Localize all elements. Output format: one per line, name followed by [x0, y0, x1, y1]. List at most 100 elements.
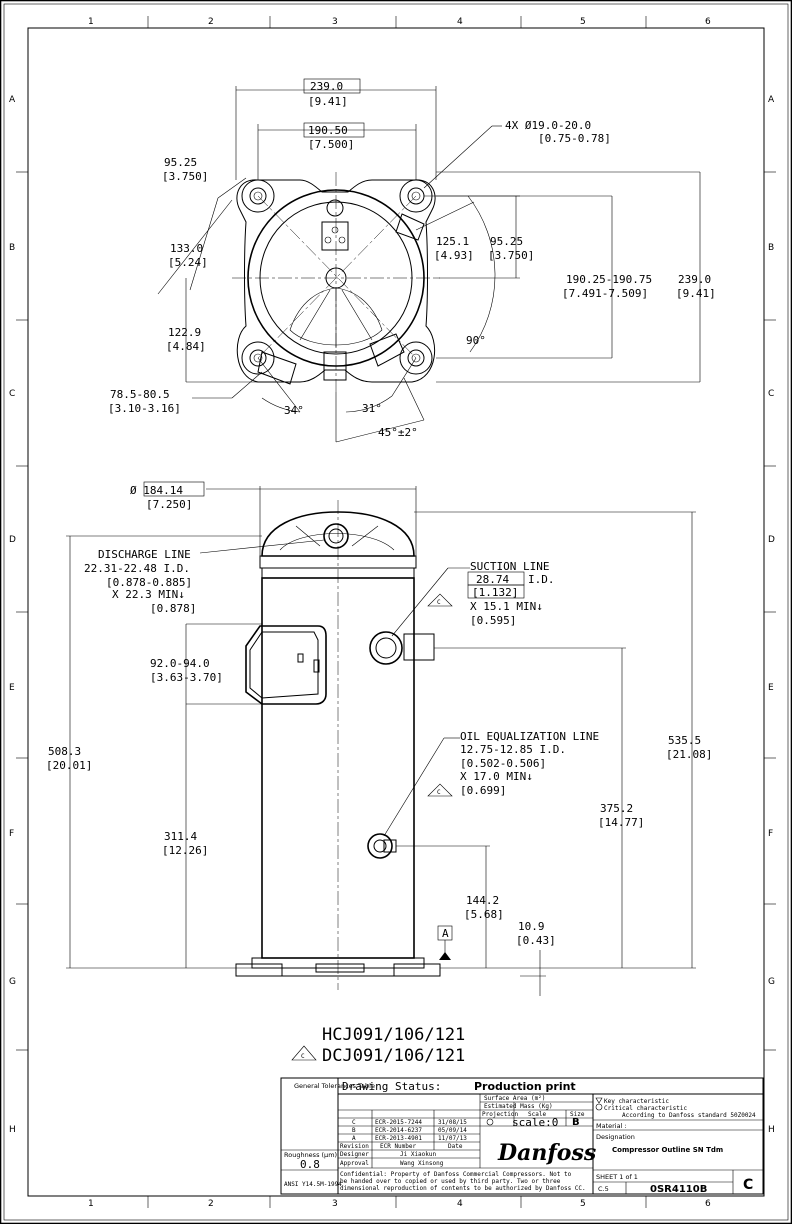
discharge-id-in: [0.878-0.885] — [106, 576, 192, 589]
suction-id-unit: I.D. — [528, 573, 555, 586]
est-mass-label: Estimated Mass (Kg) — [484, 1103, 553, 1110]
rev-b-ecr: ECR-2014-6237 — [375, 1127, 422, 1134]
zone-col-2: 2 — [208, 17, 214, 27]
suction-min-in: [0.595] — [470, 614, 516, 627]
approval-label: Approval — [340, 1160, 369, 1167]
zone-col-2-bottom: 2 — [208, 1199, 214, 1209]
zone-ticks — [3, 3, 789, 1221]
zone-col-6-bottom: 6 — [705, 1199, 711, 1209]
rev-b-date: 05/09/14 — [438, 1127, 467, 1134]
projection-label: Projection — [482, 1111, 519, 1118]
confidential-3: dimensional reproduction of contents to … — [340, 1185, 586, 1192]
drawing-number: 0SR4110B — [650, 1184, 707, 1195]
oil-eq-fitting — [367, 833, 393, 859]
drawing-status: Production print — [474, 1080, 576, 1093]
roughness-value: 0.8 — [300, 1158, 320, 1171]
dim-109: 10.9 — [518, 920, 545, 933]
angle-34: 34° — [284, 404, 304, 417]
drawing-status-label: Drawing Status: — [342, 1080, 441, 1093]
zone-col-5-bottom: 5 — [580, 1199, 586, 1209]
inner-border — [27, 27, 765, 1197]
mount-boss-br — [399, 341, 433, 375]
base-feet — [251, 957, 425, 969]
dim-1905-in: [7.500] — [308, 138, 354, 151]
suction-min: X 15.1 MIN↓ — [470, 600, 543, 613]
dim-9525-left-in: [3.750] — [162, 170, 208, 183]
dim-920: 92.0-94.0 — [150, 657, 210, 670]
oil-min: X 17.0 MIN↓ — [460, 770, 533, 783]
dim-5355: 535.5 — [668, 734, 701, 747]
crit-char: Critical characteristic — [604, 1105, 687, 1112]
rev-triangle-suction — [427, 593, 453, 607]
dim-dia: Ø 184.14 — [130, 484, 183, 497]
rev-a-ecr: ECR-2013-4901 — [375, 1135, 422, 1142]
discharge-label: DISCHARGE LINE — [98, 548, 191, 561]
dim-109-in: [0.43] — [516, 934, 556, 947]
terminal-box — [321, 221, 349, 251]
model-line-2: DCJ091/106/121 — [322, 1046, 465, 1066]
dim-5355-in: [21.08] — [666, 748, 712, 761]
zone-col-4-bottom: 4 — [457, 1199, 463, 1209]
zone-row-a: A — [9, 95, 16, 105]
zone-row-c-right: C — [768, 389, 774, 399]
dim-3752: 375.2 — [600, 802, 633, 815]
dim-dia-in: [7.250] — [146, 498, 192, 511]
discharge-fitting — [323, 523, 349, 549]
angle-90: 90° — [466, 334, 486, 347]
dim-holes: 4X Ø19.0-20.0 — [505, 119, 591, 132]
title-rev: C — [743, 1177, 753, 1193]
oil-fitting-top — [323, 351, 347, 381]
zone-row-h-right: H — [768, 1125, 775, 1135]
zone-row-f-right: F — [768, 829, 773, 839]
rev-a-letter: A — [352, 1135, 356, 1142]
zone-row-g: G — [9, 977, 16, 987]
discharge-min: X 22.3 MIN↓ — [112, 588, 185, 601]
rev-a-date: 11/07/13 — [438, 1135, 467, 1142]
standard-note: According to Danfoss standard 50Z0024 — [622, 1112, 756, 1119]
designation-value: Compressor Outline SN Tdm — [612, 1146, 723, 1154]
suction-fitting — [369, 631, 403, 665]
dim-1251-in: [4.93] — [434, 249, 474, 262]
dim-1229-in: [4.84] — [166, 340, 206, 353]
base-plate-outline — [236, 179, 436, 383]
zone-row-c: C — [9, 389, 15, 399]
svg-text:C: C — [301, 1053, 305, 1060]
rev-c-letter: C — [352, 1119, 356, 1126]
oil-min-in: [0.699] — [460, 784, 506, 797]
rev-triangle-model — [291, 1045, 317, 1061]
dim-5083-in: [20.01] — [46, 759, 92, 772]
rev-c-date: 31/08/15 — [438, 1119, 467, 1126]
gen-tol-label: General Tolerances Table — [294, 1082, 375, 1090]
mount-hole-br — [407, 349, 425, 367]
oil-label: OIL EQUALIZATION LINE — [460, 730, 599, 743]
discharge-min-in: [0.878] — [150, 602, 196, 615]
datum-a: A — [442, 927, 449, 940]
scale-value: scale:0 — [512, 1116, 558, 1129]
mount-hole-tl — [249, 187, 267, 205]
zone-col-3: 3 — [332, 17, 338, 27]
dim-239-right-in: [9.41] — [676, 287, 716, 300]
key-char: Key characteristic — [604, 1098, 669, 1105]
designation-label: Designation — [596, 1133, 635, 1141]
svg-text:C: C — [437, 789, 441, 796]
terminal-box-side — [245, 625, 327, 705]
zone-col-4: 4 — [457, 17, 463, 27]
zone-row-d: D — [9, 535, 16, 545]
designer-value: Ji Xiaokun — [400, 1151, 437, 1158]
dim-3752-in: [14.77] — [598, 816, 644, 829]
zone-row-f: F — [9, 829, 14, 839]
dim-19025-in: [7.491-7.509] — [562, 287, 648, 300]
zone-row-h: H — [9, 1125, 16, 1135]
top-view: 239.0 [9.41] 190.50 [7.500] 4X Ø19.0-20.… — [108, 78, 716, 443]
dim-785: 78.5-80.5 — [110, 388, 170, 401]
dim-19025: 190.25-190.75 — [566, 273, 652, 286]
dim-133-in: [5.24] — [168, 256, 208, 269]
oil-id: 12.75-12.85 I.D. — [460, 743, 566, 756]
zone-row-d-right: D — [768, 535, 775, 545]
suction-fitting-top — [257, 351, 297, 385]
discharge-id: 22.31-22.48 I.D. — [84, 562, 190, 575]
scale-label: Scale — [528, 1111, 546, 1118]
dim-1229: 122.9 — [168, 326, 201, 339]
dim-133: 133.0 — [170, 242, 203, 255]
angle-31: 31° — [362, 402, 382, 415]
